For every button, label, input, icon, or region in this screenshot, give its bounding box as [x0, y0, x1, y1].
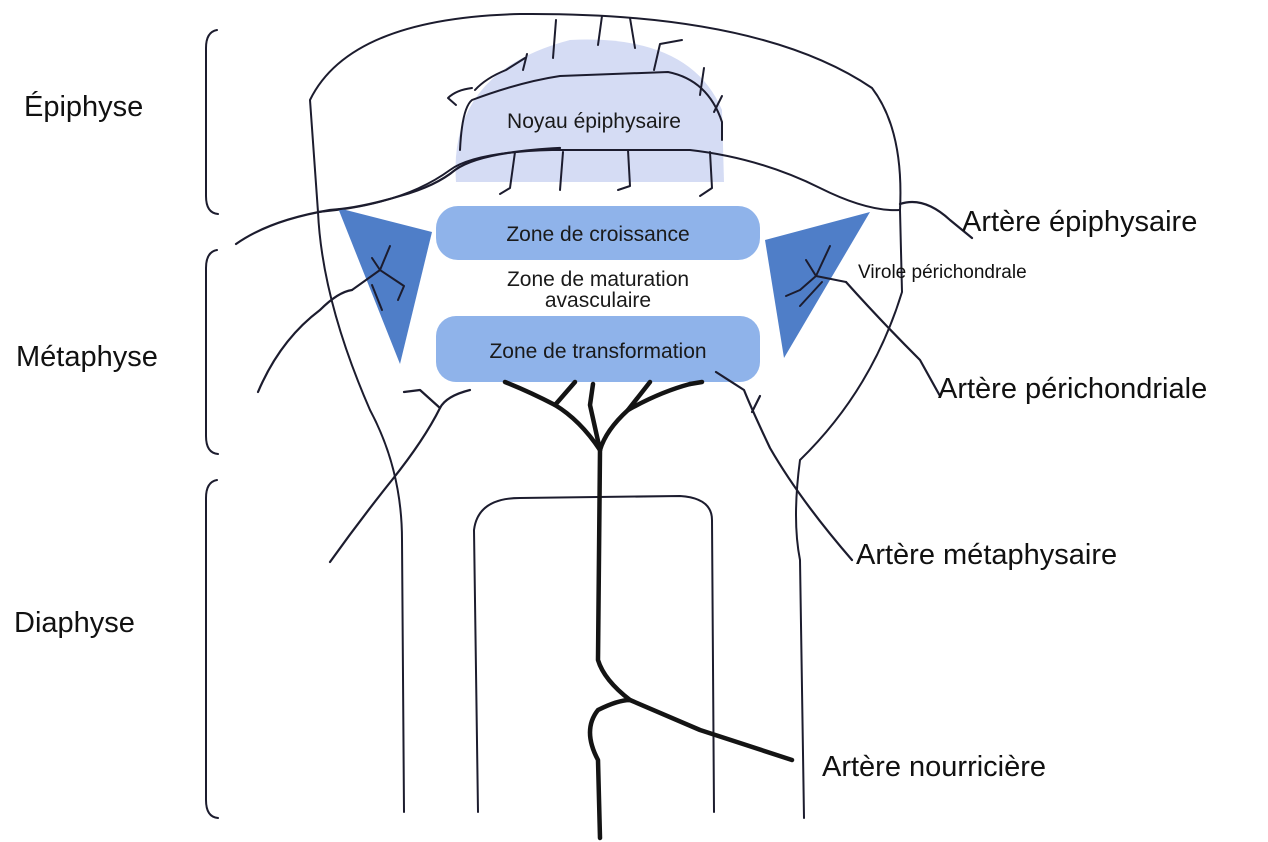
- epiphyseal-nucleus-label: Noyau épiphysaire: [507, 110, 681, 133]
- metaphyseal-artery-left-branch: [440, 390, 470, 408]
- medullary-canal: [474, 496, 714, 812]
- metaphyseal-artery-right: [716, 372, 852, 560]
- metaphyse-bracket: [206, 250, 218, 454]
- perichondral-ring-left: [338, 208, 432, 364]
- metaphyse-label: Métaphyse: [16, 341, 158, 373]
- nutrient-artery: [505, 382, 792, 838]
- transformation-zone-label: Zone de transformation: [489, 340, 706, 363]
- perichondral-ring-label: Virole périchondrale: [858, 262, 1027, 283]
- metaphyseal-artery-left: [330, 390, 440, 562]
- metaphyseal-artery-label: Artère métaphysaire: [856, 539, 1117, 571]
- perichondral-ring-right: [765, 212, 870, 358]
- perichondrial-artery-label: Artère périchondriale: [938, 373, 1207, 405]
- growth-zone-label: Zone de croissance: [506, 223, 689, 246]
- epiphyse-bracket: [206, 30, 218, 214]
- maturation-zone-label-line2: avasculaire: [545, 289, 651, 312]
- metaphyseal-artery-right-branch: [752, 396, 760, 412]
- maturation-zone-label-line1: Zone de maturation: [507, 268, 689, 291]
- nutrient-artery-label: Artère nourricière: [822, 751, 1046, 783]
- epiphyse-label: Épiphyse: [24, 90, 143, 123]
- diaphyse-bracket: [206, 480, 218, 818]
- epiphyseal-artery-label: Artère épiphysaire: [962, 206, 1197, 238]
- diaphyse-label: Diaphyse: [14, 607, 135, 639]
